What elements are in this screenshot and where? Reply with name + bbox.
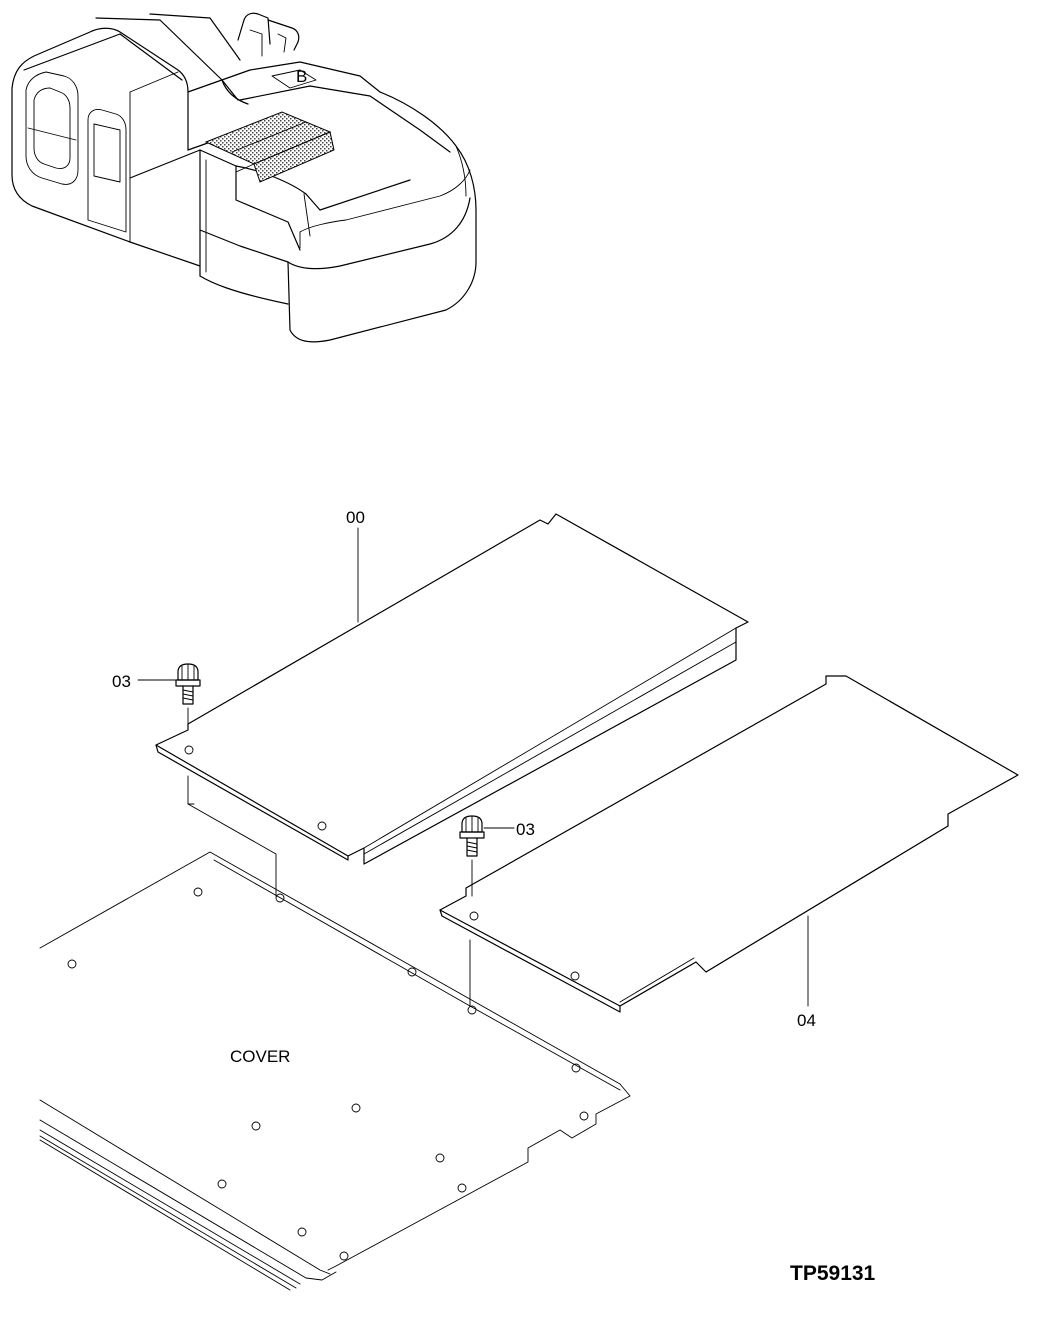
hatched-cover-area [204, 111, 335, 183]
cover-hole [435, 1153, 445, 1163]
callout-03-right-label: 03 [516, 820, 535, 839]
drawing-code: TP59131 [790, 1262, 876, 1285]
plate-hole [184, 745, 194, 755]
cover-hole [297, 1227, 307, 1237]
cover-hole [571, 1063, 581, 1073]
callout-03-left: 03 [112, 672, 177, 691]
cover-frame: COVER [39, 851, 631, 1291]
main-plate [155, 513, 749, 897]
bolt-right [459, 815, 485, 897]
upper-structure-outline: B [129, 61, 477, 343]
cover-hole [339, 1251, 349, 1261]
plate-hole [317, 821, 327, 831]
callout-04: 04 [797, 915, 816, 1030]
machine-tag-text: B [296, 67, 307, 86]
plate-hole [469, 911, 479, 921]
cover-hole [67, 959, 77, 969]
cover-hole [351, 1103, 361, 1113]
cover-label: COVER [230, 1047, 290, 1066]
cover-hole [579, 1111, 589, 1121]
callout-03-left-label: 03 [112, 672, 131, 691]
bolt-left [175, 663, 201, 731]
cab-outline [11, 27, 189, 243]
callout-03-right: 03 [483, 820, 535, 839]
second-plate [439, 675, 1019, 1013]
plate-hole [570, 971, 580, 981]
excavator-locator-view: B [11, 12, 477, 343]
cover-hole [407, 967, 417, 977]
cover-hole [457, 1183, 467, 1193]
callout-00: 00 [346, 508, 365, 623]
callout-00-label: 00 [346, 508, 365, 527]
cover-hole [217, 1179, 227, 1189]
cover-hole [275, 893, 285, 903]
cover-hole [251, 1121, 261, 1131]
cover-hole [193, 887, 203, 897]
cover-hole [467, 1005, 477, 1015]
boom-outline [95, 12, 300, 105]
callout-04-label: 04 [797, 1011, 816, 1030]
